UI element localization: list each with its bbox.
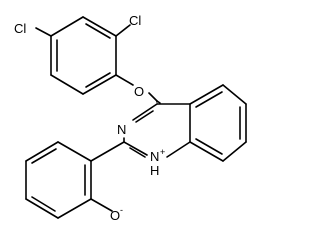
- bond: [25, 141, 59, 162]
- bond-to-phenoxide-o: [90, 198, 113, 212]
- atom-n1-hydrogen: H: [150, 163, 159, 178]
- phenoxide-ring: [25, 141, 92, 219]
- bond: [50, 16, 84, 37]
- bond: [82, 74, 117, 95]
- n1-positive-charge: +: [160, 147, 165, 157]
- bond: [25, 198, 59, 219]
- bond: [50, 74, 84, 95]
- bond: [57, 198, 92, 219]
- atom-n1: N: [150, 149, 159, 164]
- phenoxide-negative-charge: -: [120, 205, 123, 215]
- double-bond-inner: [31, 196, 56, 212]
- bond: [222, 141, 247, 162]
- double-bond-inner: [129, 147, 146, 158]
- bond: [189, 141, 224, 162]
- atom-ring-n: N: [117, 122, 126, 137]
- atom-phenoxide-o: O: [110, 208, 120, 223]
- atom-cl-left: Cl: [14, 21, 26, 36]
- bond-n1-c8a: [166, 141, 191, 158]
- double-bond-inner: [31, 148, 57, 164]
- double-bond-inner: [135, 110, 154, 123]
- bond-c2-n1: [123, 141, 148, 156]
- bond: [82, 16, 117, 37]
- bond-to-cl-left: [35, 27, 52, 37]
- bond-to-cl-top: [115, 24, 131, 37]
- double-bond-inner: [85, 23, 111, 39]
- bond: [189, 84, 224, 105]
- bond-c2-to-phenyl: [90, 141, 125, 162]
- bond-c4a-c4-top: [156, 100, 161, 104]
- double-bond-inner: [195, 91, 223, 108]
- bond-aryl-to-ether-o: [115, 74, 134, 86]
- molecule-structure: Cl Cl O N N H + O -: [14, 13, 247, 223]
- double-bond-inner: [85, 72, 111, 88]
- dichlorophenyl-ring: [50, 16, 117, 95]
- bond: [57, 141, 92, 162]
- atom-cl-top: Cl: [129, 13, 141, 28]
- atom-ether-o: O: [134, 84, 144, 99]
- bond-c4-n3: [132, 103, 158, 121]
- double-bond-inner: [195, 138, 223, 155]
- quinazoline-ring: [123, 84, 247, 162]
- bond-ether-o-to-c4: [148, 92, 158, 102]
- bond: [222, 84, 247, 105]
